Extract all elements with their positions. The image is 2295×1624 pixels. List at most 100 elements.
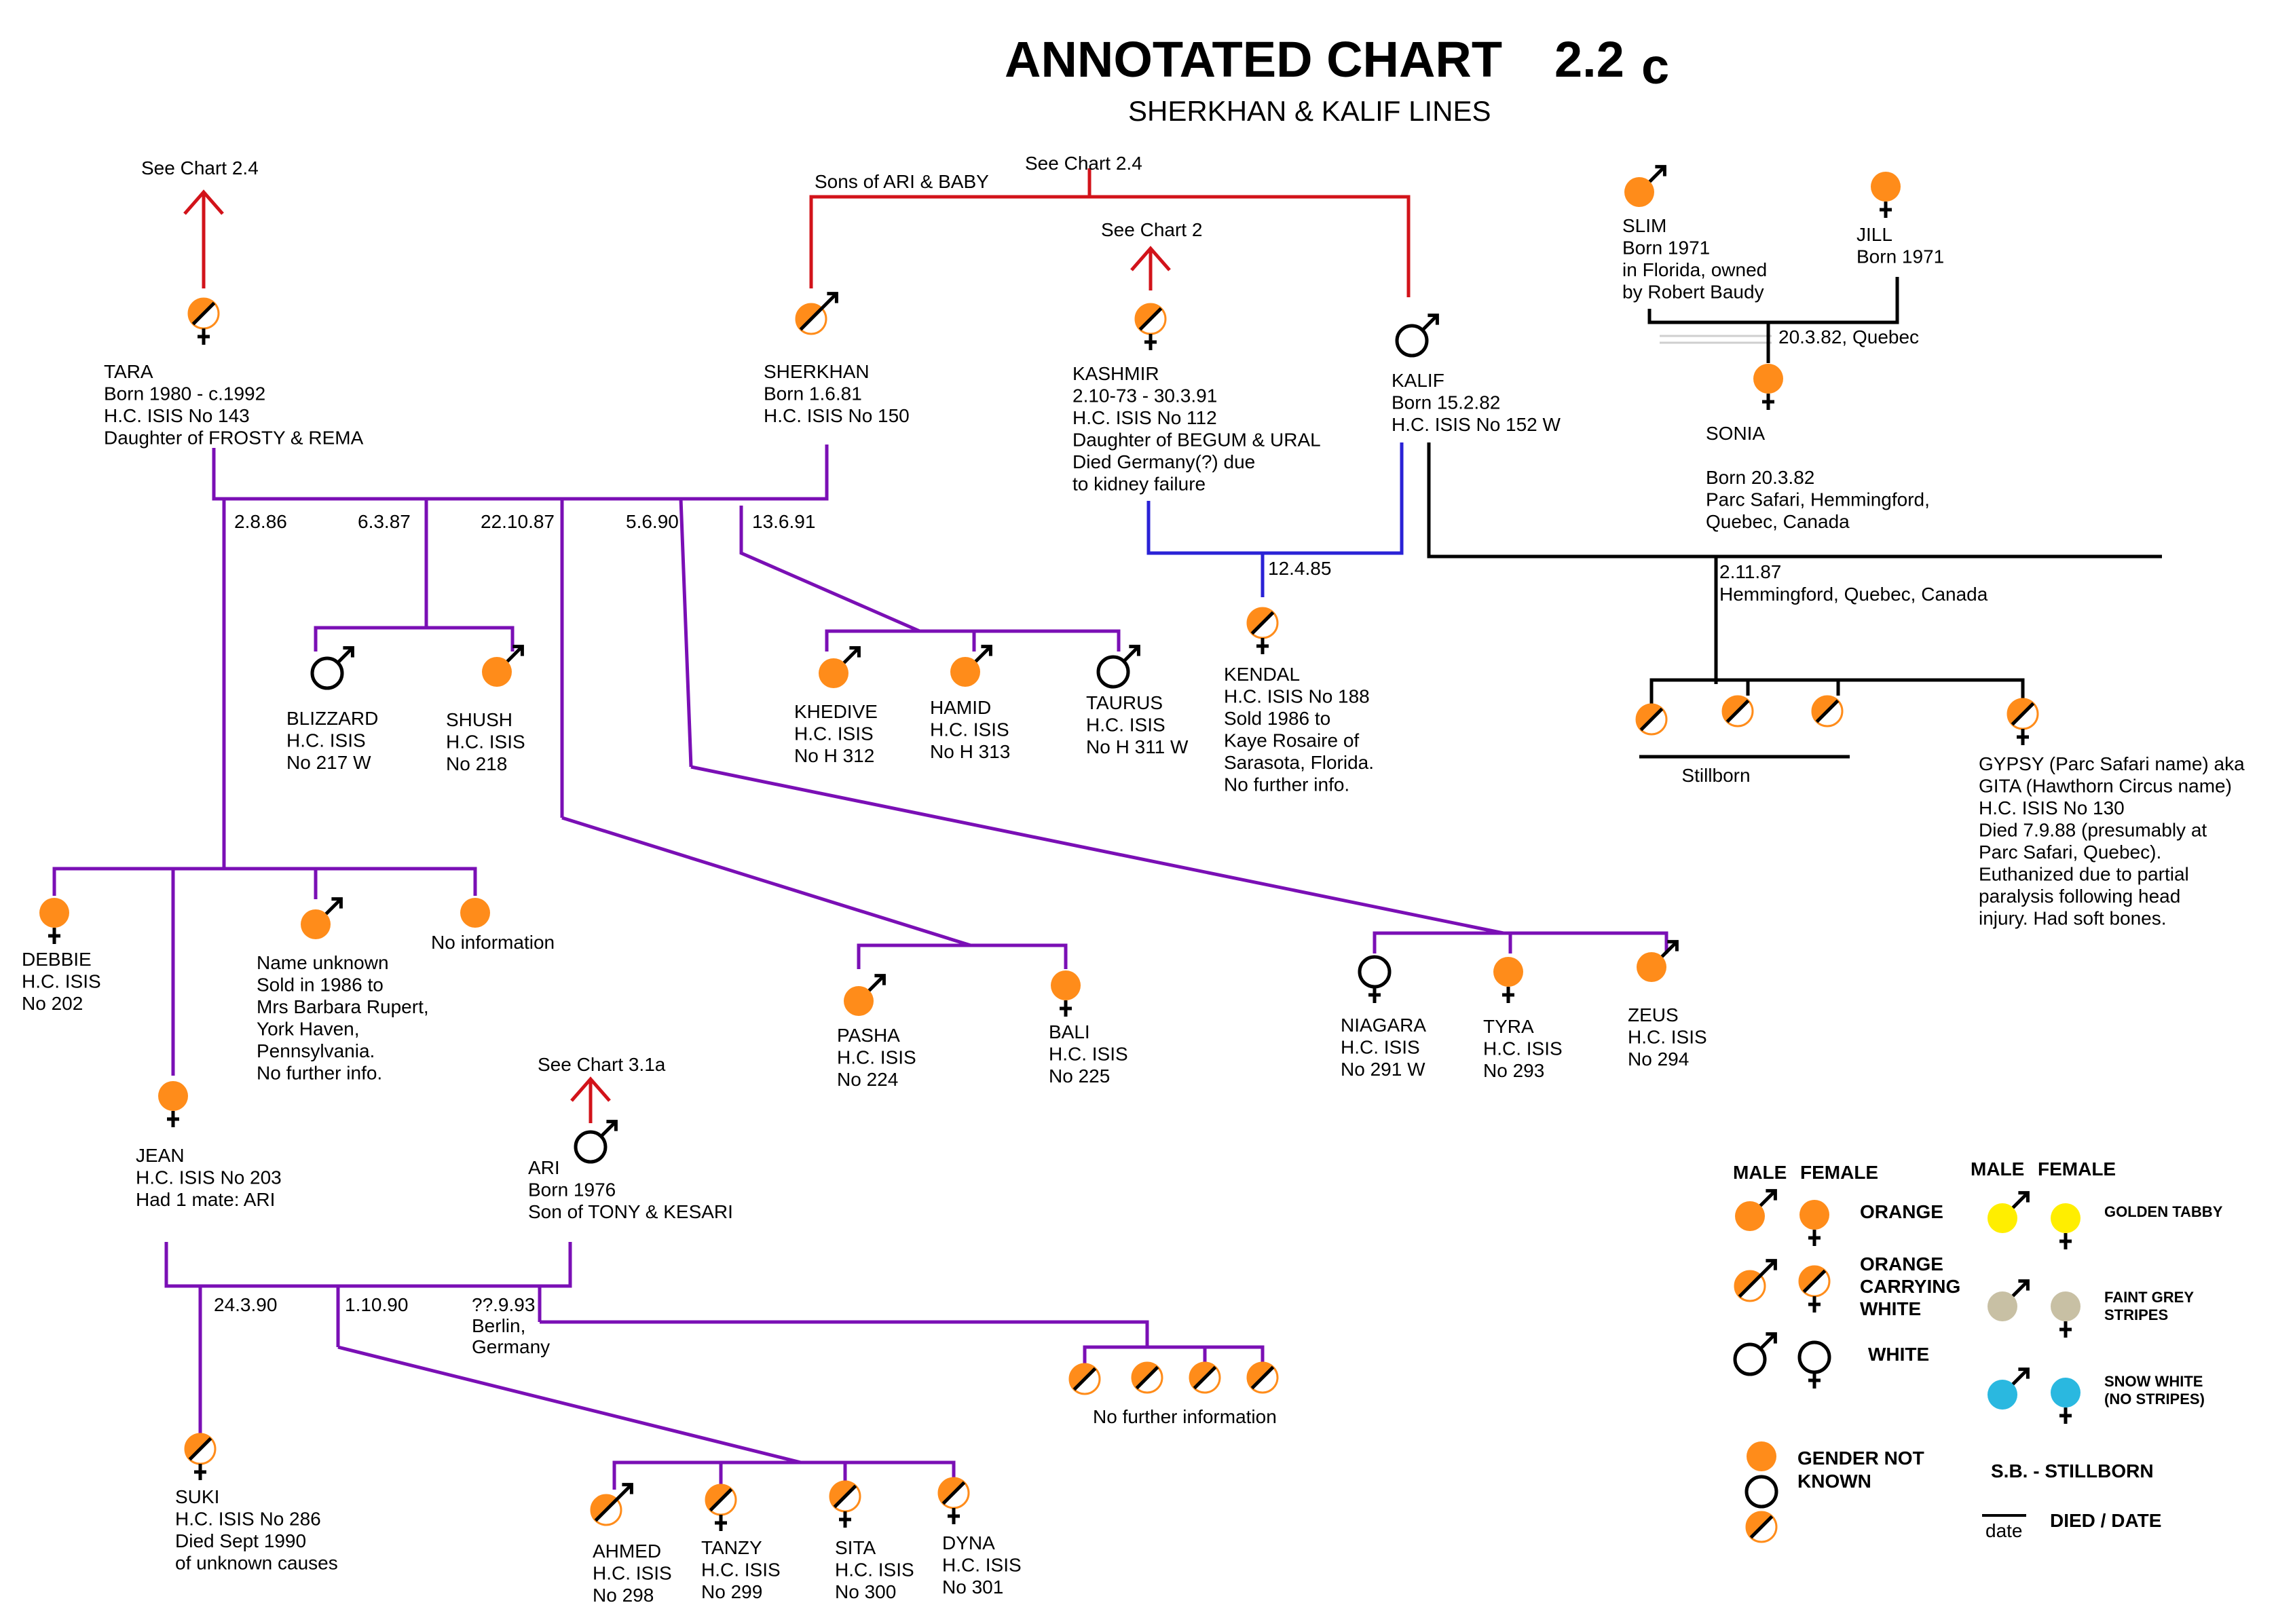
legend-female-2: FEMALE [2038, 1158, 2116, 1179]
legend-ocw-2: CARRYING [1860, 1276, 1960, 1297]
info-niagara-line: H.C. ISIS [1341, 1037, 1420, 1058]
date-22-10-87: 22.10.87 [481, 511, 555, 532]
legend-fgs-2: STRIPES [2104, 1306, 2168, 1323]
info-ahmed-line: H.C. ISIS [593, 1563, 672, 1584]
descent-lines-black [1427, 277, 2162, 759]
tiger-symbols [39, 165, 2081, 1543]
info-kendal-line: KENDAL [1224, 664, 1300, 685]
info-gypsy-line: GITA (Hawthorn Circus name) [1979, 776, 2232, 797]
no-information-symbol [460, 898, 490, 928]
ref-sons-chart: See Chart 2.4 [1025, 153, 1142, 174]
legend-fgs-1: FAINT GREY [2104, 1289, 2194, 1306]
legend-sw-2: (NO STRIPES) [2104, 1391, 2205, 1408]
info-name-unknown-line: Name unknown [257, 952, 389, 973]
ahmed-symbol [590, 1483, 633, 1526]
info-sita-line: SITA [835, 1537, 876, 1558]
descent-lines-blue [1146, 442, 1404, 597]
legend-ocw-female-icon [1798, 1265, 1831, 1313]
info-pasha-line: No 224 [837, 1069, 898, 1090]
info-kendal-line: H.C. ISIS No 188 [1224, 686, 1370, 707]
info-tara-line: Daughter of FROSTY & REMA [104, 428, 364, 449]
info-shush-line: SHUSH [446, 709, 512, 730]
date-1-10-90: 1.10.90 [345, 1294, 408, 1315]
info-bali-line: BALI [1049, 1021, 1090, 1042]
date-2-11-87-place: Hemmingford, Quebec, Canada [1719, 584, 1988, 605]
zeus-symbol [1637, 940, 1679, 982]
info-kashmir-line: 2.10-73 - 30.3.91 [1072, 385, 1217, 407]
info-zeus-line: ZEUS [1628, 1004, 1679, 1025]
legend-male-2: MALE [1971, 1158, 2024, 1179]
legend-orange: ORANGE [1860, 1201, 1943, 1222]
info-tanzy-line: TANZY [701, 1537, 762, 1558]
info-slim-line: in Florida, owned [1622, 259, 1767, 280]
info-dyna-line: H.C. ISIS [942, 1555, 1022, 1576]
ref-sons-label: Sons of ARI & BABY [815, 171, 989, 192]
info-name-unknown-line: York Haven, [257, 1019, 360, 1040]
date-2-11-87: 2.11.87 [1719, 561, 1781, 582]
slim-symbol [1624, 165, 1666, 207]
info-shush-line: H.C. ISIS [446, 732, 525, 753]
info-zeus-line: No 294 [1628, 1049, 1689, 1070]
sherkhan-symbol [795, 292, 838, 335]
info-tanzy-line: H.C. ISIS [701, 1560, 781, 1581]
info-kalif-line: H.C. ISIS No 152 W [1392, 414, 1561, 435]
info-kendal-line: Sold 1986 to [1224, 708, 1330, 729]
info-tara-line: TARA [104, 361, 153, 382]
info-ari-line: Son of TONY & KESARI [528, 1201, 733, 1222]
stillborn-cub-1-symbol [1635, 703, 1668, 736]
info-jill-line: JILL [1856, 224, 1892, 245]
sonia-symbol [1753, 364, 1783, 410]
pasha-symbol [844, 974, 886, 1016]
legend-snow-male-icon [1988, 1367, 2030, 1410]
ancestor-lines [183, 168, 1411, 1123]
legend-orange-male-icon [1735, 1189, 1777, 1231]
legend-male: MALE [1733, 1162, 1787, 1183]
info-hamid-line: HAMID [930, 697, 991, 718]
info-name-unknown-line: No further info. [257, 1063, 382, 1084]
unknown-cub-2-symbol [1131, 1361, 1163, 1394]
kalif-symbol [1395, 314, 1439, 358]
legend-gnk-orange-icon [1747, 1441, 1776, 1471]
info-pasha-line: PASHA [837, 1025, 900, 1046]
info-bali-line: No 225 [1049, 1065, 1110, 1087]
date-2-8-86: 2.8.86 [234, 511, 287, 532]
info-niagara-line: No 291 W [1341, 1059, 1425, 1080]
info-kashmir-line: Daughter of BEGUM & URAL [1072, 430, 1321, 451]
legend-white-male-icon [1733, 1332, 1777, 1376]
legend-ocw-1: ORANGE [1860, 1253, 1943, 1274]
info-taurus-line: H.C. ISIS [1086, 715, 1165, 736]
info-kendal-line: No further info. [1224, 774, 1349, 795]
info-tanzy-line: No 299 [701, 1581, 762, 1602]
info-ahmed-line: No 298 [593, 1585, 654, 1606]
kendal-symbol [1246, 607, 1279, 654]
title-number: 2.2 [1554, 31, 1624, 88]
info-hamid-line: No H 313 [930, 741, 1010, 762]
dyna-symbol [937, 1477, 970, 1524]
info-debbie-line: No 202 [22, 993, 83, 1014]
info-sonia-line: Born 20.3.82 [1706, 467, 1814, 488]
stillborn-label: Stillborn [1681, 765, 1750, 786]
info-ari-line: Born 1976 [528, 1179, 616, 1201]
date-12-4-85: 12.4.85 [1268, 558, 1331, 579]
info-taurus-line: No H 311 W [1086, 736, 1189, 757]
unknown-cub-1-symbol [1068, 1363, 1101, 1395]
date-9-93-place2: Germany [472, 1336, 550, 1357]
jean-symbol [158, 1081, 188, 1127]
legend-ocw-3: WHITE [1860, 1298, 1921, 1319]
info-zeus-line: H.C. ISIS [1628, 1027, 1707, 1048]
tanzy-symbol [705, 1484, 737, 1531]
title-main: ANNOTATED CHART [1005, 31, 1502, 88]
debbie-symbol [39, 898, 69, 944]
info-name-unknown-line: Pennsylvania. [257, 1040, 375, 1061]
